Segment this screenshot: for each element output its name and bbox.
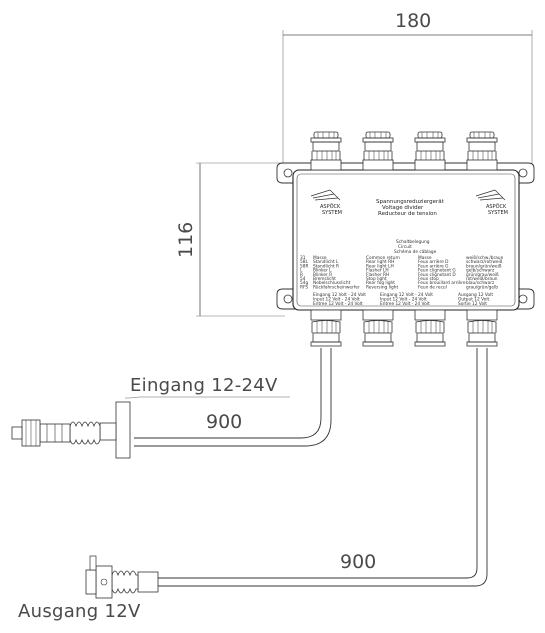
port-info-line: Entree 12 Volt - 24 Volt: [313, 301, 363, 307]
pin-table-cell: braun/grün/weiß: [466, 263, 502, 269]
pin-table-cell: Flasher LH: [366, 268, 389, 274]
pin-table-cell: Feux stop: [418, 276, 439, 282]
pin-table-cell: Feux de recul: [418, 284, 447, 290]
pin-table-cell: L: [300, 268, 303, 274]
schematic-title: Schaltbelegung Circuit Schéma de câblage: [394, 239, 437, 255]
device-title-de: Spannungsreduziergerät: [376, 199, 445, 205]
pin-table-cell: grau/grün/gelb: [466, 284, 498, 290]
input-label-leader: [125, 396, 290, 399]
schematic-title-de: Schaltbelegung: [396, 239, 430, 245]
logo-left-line1: ASPÖCK: [320, 203, 341, 210]
pin-table-cell: Stop light: [366, 276, 387, 282]
pin-table-cell: blau/schwarz: [466, 280, 495, 286]
pin-table-cell: RFS: [300, 284, 308, 290]
port-info-line: Input 12 Volt - 24 Volt: [380, 297, 427, 303]
aspoeck-logo-right: ASPÖCK SYSTEM: [475, 189, 508, 216]
pin-table-cell: grün/grau/weiß: [466, 272, 499, 278]
input-cable-length: 900: [206, 411, 242, 433]
schematic-title-fr: Schéma de câblage: [394, 248, 437, 255]
pin-table-cell: Nebelschlusslicht: [313, 280, 351, 286]
pin-table-cell: Blinker L: [313, 268, 332, 274]
pin-table-cell: Feux clignotant G: [418, 268, 456, 274]
pin-table-cell: 54g: [300, 280, 308, 286]
device-title-fr: Reducteur de tension: [378, 211, 437, 217]
pin-table-cell: Reversing light: [366, 284, 398, 290]
output-cable-length: 900: [340, 551, 376, 573]
logo-left-line2: SYSTEM: [322, 210, 342, 216]
output-label: Ausgang 12V: [18, 601, 141, 622]
schematic-title-en: Circuit: [398, 244, 412, 250]
dimension-height-label: 116: [175, 222, 197, 258]
pin-table-cell: Rückfahrscheinwerfer: [313, 284, 360, 290]
pin-table-cell: schwarz/rot/weiß: [466, 259, 503, 265]
pin-table-cell: Rear light LH: [366, 263, 394, 269]
device-title-en: Voltage divider: [382, 205, 424, 211]
pin-table-cell: Feux arrière D: [418, 258, 449, 265]
output-cable: [158, 348, 488, 587]
dimension-width-label: 180: [395, 10, 431, 32]
port-info-line: Output 12 Volt: [458, 297, 490, 303]
pin-table-cell: Rear fog light: [366, 280, 395, 286]
port-info-line: Input 12 Volt - 24 Volt: [313, 297, 360, 303]
pin-table-cell: Feux brouillard arrière: [418, 279, 466, 286]
pin-table-cell: weiß/schw./braun: [466, 255, 504, 261]
pin-table-cell: Common return: [366, 255, 400, 261]
pin-table-cell: Masse: [418, 255, 432, 261]
pin-table-cell: gelb/schwarz: [466, 268, 495, 274]
pin-table-cell: 58R: [300, 263, 308, 269]
output-socket: [85, 555, 159, 599]
aspoeck-logo-left: ASPÖCK SYSTEM: [310, 189, 342, 216]
logo-right-line1: ASPÖCK: [486, 203, 507, 210]
port-info-line: Entree 12 Volt - 24 Volt: [380, 301, 430, 307]
pin-table-cell: 54: [300, 276, 306, 282]
dimension-height: 116: [175, 162, 285, 317]
device-title: Spannungsreduziergerät Voltage divider R…: [376, 199, 445, 217]
pin-table-cell: Masse: [313, 255, 327, 261]
pin-table-cell: Standlicht R: [313, 263, 339, 269]
pin-table-cell: Flasher RH: [366, 272, 389, 278]
pin-table-cell: 31: [300, 255, 306, 261]
top-cable-glands: [310, 131, 498, 171]
pin-table-cell: Bremslicht: [313, 276, 336, 282]
port-info-line: Eingang 12 Volt - 24 Volt: [313, 292, 366, 298]
pin-table-cell: Standlicht L: [313, 259, 339, 265]
port-info-line: Ausgang 12 Volt: [458, 292, 493, 298]
pin-table-cell: 58L: [300, 259, 308, 265]
bottom-cable-glands: [310, 309, 498, 347]
pin-table-cell: Feux arrière G: [418, 262, 448, 269]
port-info-line: Sortie 12 Volt: [458, 301, 487, 307]
pin-table-cell: Rear light RH: [366, 259, 394, 265]
logo-right-line2: SYSTEM: [488, 210, 508, 216]
pin-table-cell: rot/weiß/braun: [466, 276, 498, 282]
input-cable: [134, 348, 332, 447]
pin-assignment-table: 31 Masse Common return Masse weiß/schw./brau…: [300, 255, 504, 290]
pin-table-cell: Blinker R: [313, 272, 332, 278]
dimension-width: 180: [282, 10, 533, 172]
port-info-line: Eingang 12 Volt - 24 Volt: [380, 292, 433, 298]
input-plug: [11, 401, 131, 459]
input-label: Eingang 12-24V: [130, 375, 278, 396]
pin-table-cell: Feux clignotant D: [418, 272, 456, 278]
pin-table-cell: R: [300, 272, 303, 278]
